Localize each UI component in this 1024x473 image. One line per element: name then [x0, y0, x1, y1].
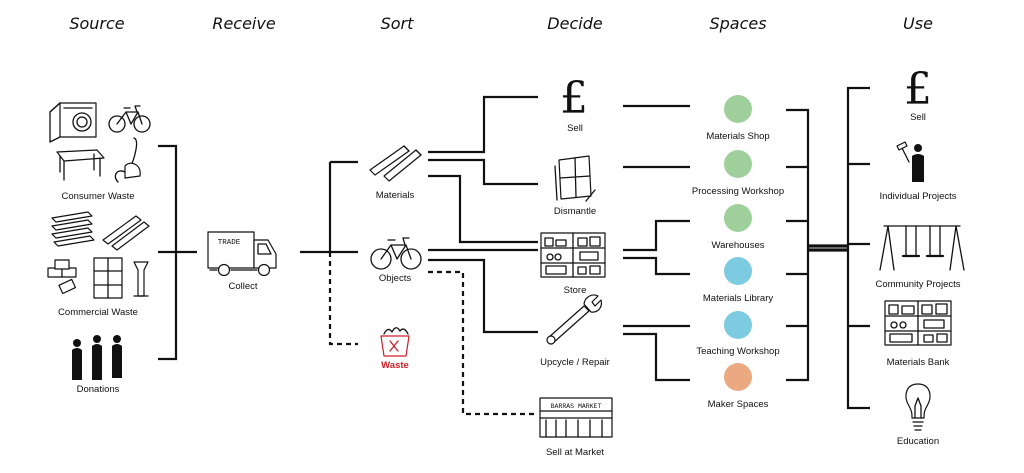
timber-planks-icon: [51, 211, 150, 251]
warehouses-circle: [724, 204, 752, 232]
market-sign-text: BARRAS MARKET: [551, 403, 602, 410]
washing-machine-icon: [49, 102, 97, 143]
use-pound-sign-icon: £: [904, 64, 932, 115]
label-dismantle: Dismantle: [553, 206, 597, 217]
pound-sign-icon: £: [560, 73, 588, 124]
connector-materials-store: [428, 174, 538, 244]
swing-icon: [879, 225, 965, 271]
label-teaching-workshop: Teaching Workshop: [696, 346, 780, 357]
label-materials-shop: Materials Shop: [706, 131, 770, 142]
svg-text:£: £: [904, 64, 932, 115]
van-icon: [207, 231, 277, 277]
table-icon: [56, 149, 105, 181]
processing-workshop-circle: [724, 150, 752, 178]
people-icon: [72, 335, 122, 380]
label-materials-library: Materials Library: [702, 293, 774, 304]
van-trade-text: TRADE: [218, 239, 241, 247]
label-donations: Donations: [76, 384, 120, 395]
label-materials: Materials: [375, 190, 415, 201]
svg-text:£: £: [560, 73, 588, 124]
connector-upcycle-maker: [623, 332, 690, 382]
connector-materials-sell: [428, 95, 538, 154]
connector-use-bracket: [846, 86, 870, 410]
planks-icon: [369, 145, 422, 182]
label-objects: Objects: [378, 273, 412, 284]
connector-to-waste: [328, 252, 358, 346]
bollard-icon: [133, 261, 149, 297]
label-individual-projects: Individual Projects: [879, 191, 957, 202]
label-warehouses: Warehouses: [711, 240, 765, 251]
label-education: Education: [896, 436, 940, 447]
connector-materials-dismantle: [428, 158, 538, 186]
header-use: Use: [903, 14, 933, 33]
wrench-icon: [546, 294, 603, 345]
header-sort: Sort: [380, 14, 414, 33]
label-store: Store: [563, 285, 587, 296]
connector-objects-market: [428, 270, 535, 416]
label-upcycle-repair: Upcycle / Repair: [540, 357, 610, 368]
label-commercial-waste: Commercial Waste: [58, 307, 138, 318]
maker-spaces-circle: [724, 363, 752, 391]
label-sell-at-market: Sell at Market: [545, 447, 605, 458]
label-waste: Waste: [381, 360, 409, 371]
label-decide-sell: Sell: [567, 123, 583, 134]
teaching-workshop-circle: [724, 311, 752, 339]
label-maker-spaces: Maker Spaces: [707, 399, 769, 410]
market-stall-icon: [539, 397, 613, 438]
materials-shop-circle: [724, 95, 752, 123]
connector-objects-upcycle: [428, 258, 538, 334]
label-collect: Collect: [228, 281, 258, 292]
materials-library-circle: [724, 257, 752, 285]
label-materials-bank: Materials Bank: [886, 357, 950, 368]
connectors: [158, 86, 870, 416]
objects-bicycle-icon: [370, 237, 422, 270]
label-use-sell: Sell: [910, 112, 926, 123]
bicycle-icon: [108, 105, 151, 133]
connector-spaces-bracket: [786, 108, 810, 382]
header-source: Source: [69, 14, 125, 33]
header-decide: Decide: [547, 14, 603, 33]
connector-store-warehouses: [623, 219, 690, 252]
label-community-projects: Community Projects: [875, 279, 961, 290]
storage-shelves-icon: [540, 232, 606, 278]
label-processing-workshop: Processing Workshop: [691, 186, 785, 197]
lightbulb-icon: [905, 383, 931, 431]
header-spaces: Spaces: [709, 14, 767, 33]
bricks-icon: [47, 259, 77, 295]
dismantle-frames-icon: [554, 155, 596, 202]
header-receive: Receive: [212, 14, 276, 33]
label-consumer-waste: Consumer Waste: [61, 191, 135, 202]
materials-bank-shelves-icon: [884, 300, 952, 346]
person-with-hammer-icon: [896, 141, 924, 182]
window-frame-icon: [93, 257, 123, 299]
waste-bin-icon: [380, 327, 410, 357]
vacuum-icon: [114, 137, 141, 183]
